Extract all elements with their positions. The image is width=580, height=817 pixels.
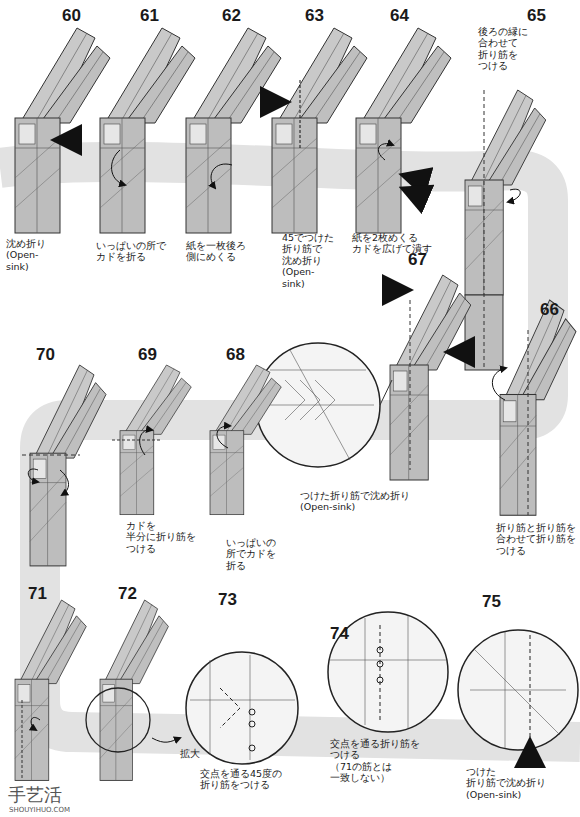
step-number: 75 (482, 592, 501, 612)
instruction-text: カドを 半分に折り筋を つける (126, 520, 196, 554)
step-number: 70 (36, 345, 55, 365)
step-number: 64 (390, 6, 409, 26)
step-number: 67 (408, 250, 427, 270)
step-number: 65 (527, 6, 546, 26)
instruction-text: つけた折り筋で沈め折り (Open-sink) (300, 490, 410, 513)
step-number: 71 (28, 584, 47, 604)
watermark: 手艺活 (8, 784, 62, 806)
instruction-text: つけた 折り筋で沈め折り (Open-sink) (466, 766, 546, 800)
step-number: 73 (218, 590, 237, 610)
step-number: 63 (305, 6, 324, 26)
step-number: 62 (222, 6, 241, 26)
instruction-text: 後ろの縁に 合わせて 折り筋を つける (478, 26, 528, 72)
instruction-text: 45でつけた 折り筋で 沈め折り (Open-sink) (282, 232, 334, 289)
instruction-text: 交点を通る折り筋を つける（71の筋とは 一致しない） (330, 738, 420, 784)
watermark: SHOUYIHUO.COM (9, 806, 70, 814)
instruction-text: 拡大 (180, 748, 200, 759)
step-number: 66 (540, 300, 559, 320)
step-number: 74 (330, 624, 349, 644)
step-number: 60 (62, 6, 81, 26)
instruction-text: 折り筋と折り筋を 合わせて折り筋を つける (496, 522, 576, 556)
step-number: 69 (138, 345, 157, 365)
instruction-text: 紙を一枚後ろ 側にめくる (186, 240, 246, 263)
instruction-text: 交点を通る45度の 折り筋をつける (200, 768, 282, 791)
step-number: 61 (140, 6, 159, 26)
instruction-text: いっぱいの所で カドを折る (96, 240, 166, 263)
instruction-text: いっぱいの 所でカドを 折る (226, 537, 276, 571)
instruction-text: 沈め折り (Open-sink) (6, 238, 46, 272)
step-number: 68 (226, 345, 245, 365)
step-number: 72 (118, 584, 137, 604)
